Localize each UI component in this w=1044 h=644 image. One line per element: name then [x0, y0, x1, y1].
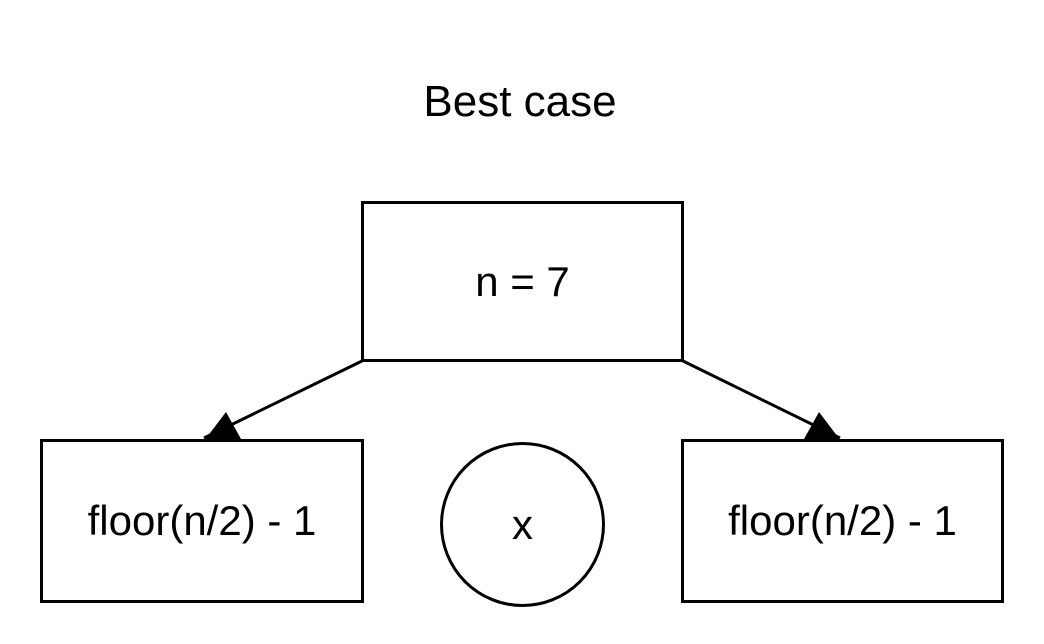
- diagram-title: Best case: [423, 77, 617, 126]
- pivot-label: x: [512, 500, 533, 548]
- right-subproblem-label: floor(n/2) - 1: [728, 497, 957, 544]
- edge-root-to-left-arrowhead: [204, 412, 241, 441]
- left-subproblem-node: floor(n/2) - 1: [40, 439, 364, 603]
- left-subproblem-label: floor(n/2) - 1: [87, 497, 317, 544]
- root-node: n = 7: [361, 201, 684, 362]
- edge-root-to-right-arrowhead: [804, 412, 841, 441]
- pivot-node: x: [440, 442, 605, 607]
- right-subproblem-node: floor(n/2) - 1: [681, 439, 1004, 603]
- root-node-label: n = 7: [475, 257, 570, 305]
